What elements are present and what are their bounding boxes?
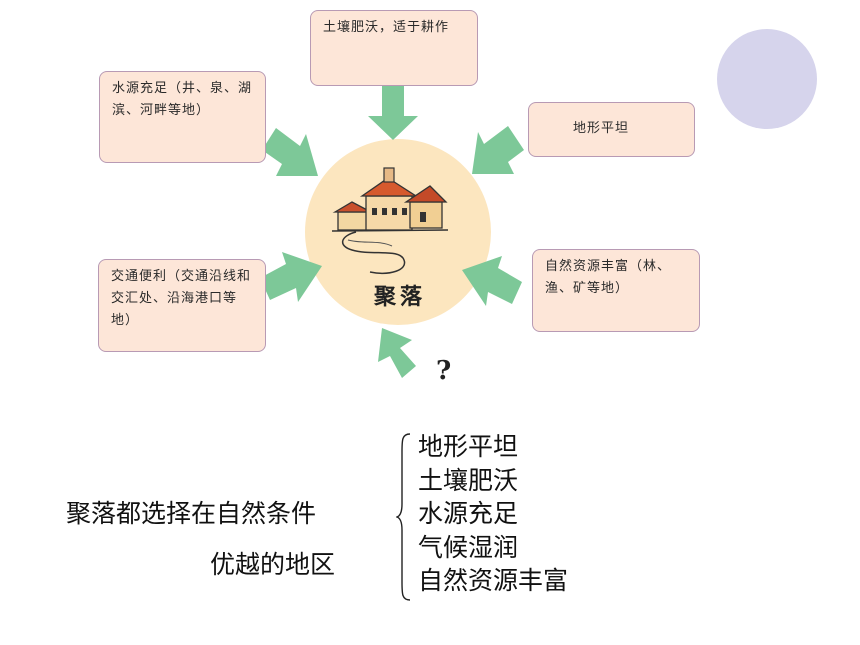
condition-box-flat-terrain: 地形平坦 xyxy=(528,102,695,157)
summary-line-2: 优越的地区 xyxy=(210,550,336,579)
curly-brace xyxy=(396,433,411,601)
conditions-list: 地形平坦 土壤肥沃 水源充足 气候湿润 自然资源丰富 xyxy=(418,430,568,598)
arrow-from-upper-right xyxy=(472,126,524,174)
condition-item: 气候湿润 xyxy=(418,532,519,562)
condition-item: 自然资源丰富 xyxy=(418,566,569,595)
arrow-from-lower-right xyxy=(462,256,522,306)
village-illustration xyxy=(331,167,449,274)
condition-box-fertile-soil: 土壤肥沃，适于耕作 xyxy=(310,10,478,86)
decorative-circle xyxy=(717,29,817,129)
condition-box-natural-resources: 自然资源丰富（林、渔、矿等地） xyxy=(532,249,700,332)
center-settlement-disc xyxy=(305,139,491,325)
condition-item: 水源充足 xyxy=(418,499,519,528)
arrow-from-upper-left xyxy=(262,128,318,176)
center-label: 聚落 xyxy=(373,285,426,310)
condition-box-transport: 交通便利（交通沿线和交汇处、沿海港口等地） xyxy=(98,259,266,352)
condition-item: 土壤肥沃 xyxy=(418,465,519,495)
summary-line-1: 聚落都选择在自然条件 xyxy=(66,499,317,528)
question-mark-icon: ? xyxy=(436,356,452,386)
arrow-from-lower-left xyxy=(260,252,322,302)
arrow-from-bottom xyxy=(378,328,416,378)
arrow-from-top xyxy=(368,86,418,140)
condition-item: 地形平坦 xyxy=(418,432,519,461)
condition-box-water-source: 水源充足（井、泉、湖滨、河畔等地） xyxy=(99,71,266,163)
